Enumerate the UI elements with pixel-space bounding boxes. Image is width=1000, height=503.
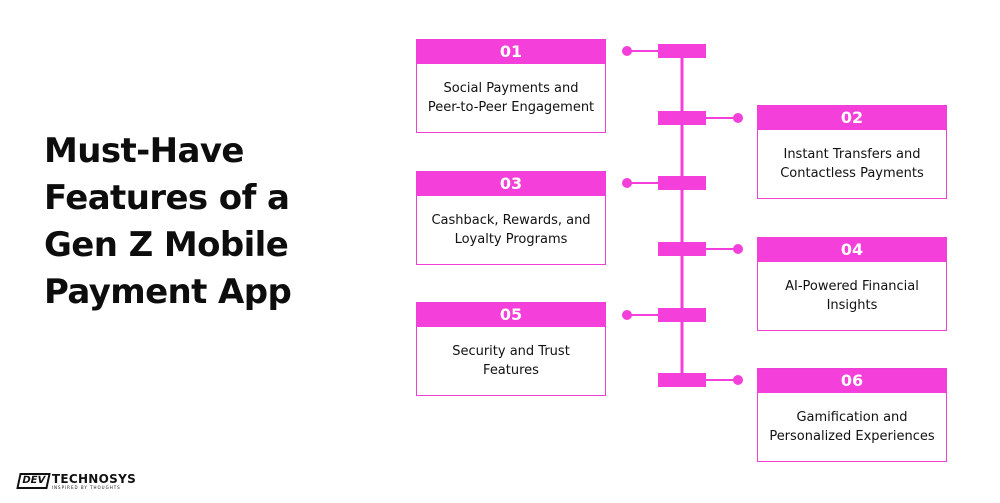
feature-text: Instant Transfers and Contactless Paymen… [780, 146, 924, 182]
connector-dot-03 [622, 178, 632, 188]
brand-logo: DEV TECHNOSYS INSPIRED BY THOUGHTS [16, 471, 137, 490]
feature-card-01: 01 Social Payments and Peer-to-Peer Enga… [416, 39, 606, 133]
title-line-3: Gen Z Mobile [44, 225, 289, 265]
logo-name: TECHNOSYS [51, 471, 137, 486]
connector-dot-02 [733, 113, 743, 123]
feature-text: Gamification and Personalized Experience… [769, 409, 935, 445]
feature-number: 03 [417, 172, 605, 196]
title-line-4: Payment App [44, 272, 292, 312]
feature-number: 04 [758, 238, 946, 262]
feature-card-02: 02 Instant Transfers and Contactless Pay… [757, 105, 947, 199]
feature-number: 02 [758, 106, 946, 130]
connector-dot-05 [622, 310, 632, 320]
connector-block-06 [658, 373, 706, 387]
feature-number: 01 [417, 40, 605, 64]
title-line-2: Features of a [44, 178, 290, 218]
connector-block-03 [658, 176, 706, 190]
feature-card-06: 06 Gamification and Personalized Experie… [757, 368, 947, 462]
feature-text: Social Payments and Peer-to-Peer Engagem… [427, 80, 595, 116]
connector-block-01 [658, 44, 706, 58]
logo-dev-mark: DEV [16, 473, 51, 489]
connector-dot-06 [733, 375, 743, 385]
feature-card-05: 05 Security and Trust Features [416, 302, 606, 396]
feature-card-03: 03 Cashback, Rewards, and Loyalty Progra… [416, 171, 606, 265]
connector-dot-01 [622, 46, 632, 56]
title-line-1: Must-Have [44, 131, 244, 171]
feature-card-04: 04 AI-Powered Financial Insights [757, 237, 947, 331]
feature-number: 05 [417, 303, 605, 327]
connector-block-04 [658, 242, 706, 256]
connector-block-02 [658, 111, 706, 125]
feature-text: AI-Powered Financial Insights [785, 278, 919, 314]
feature-text: Cashback, Rewards, and Loyalty Programs [431, 212, 591, 248]
page-title: Must-Have Features of a Gen Z Mobile Pay… [44, 128, 344, 316]
feature-text: Security and Trust Features [452, 343, 570, 379]
connector-dot-04 [733, 244, 743, 254]
connector-block-05 [658, 308, 706, 322]
logo-tagline: INSPIRED BY THOUGHTS [51, 484, 121, 490]
feature-number: 06 [758, 369, 946, 393]
